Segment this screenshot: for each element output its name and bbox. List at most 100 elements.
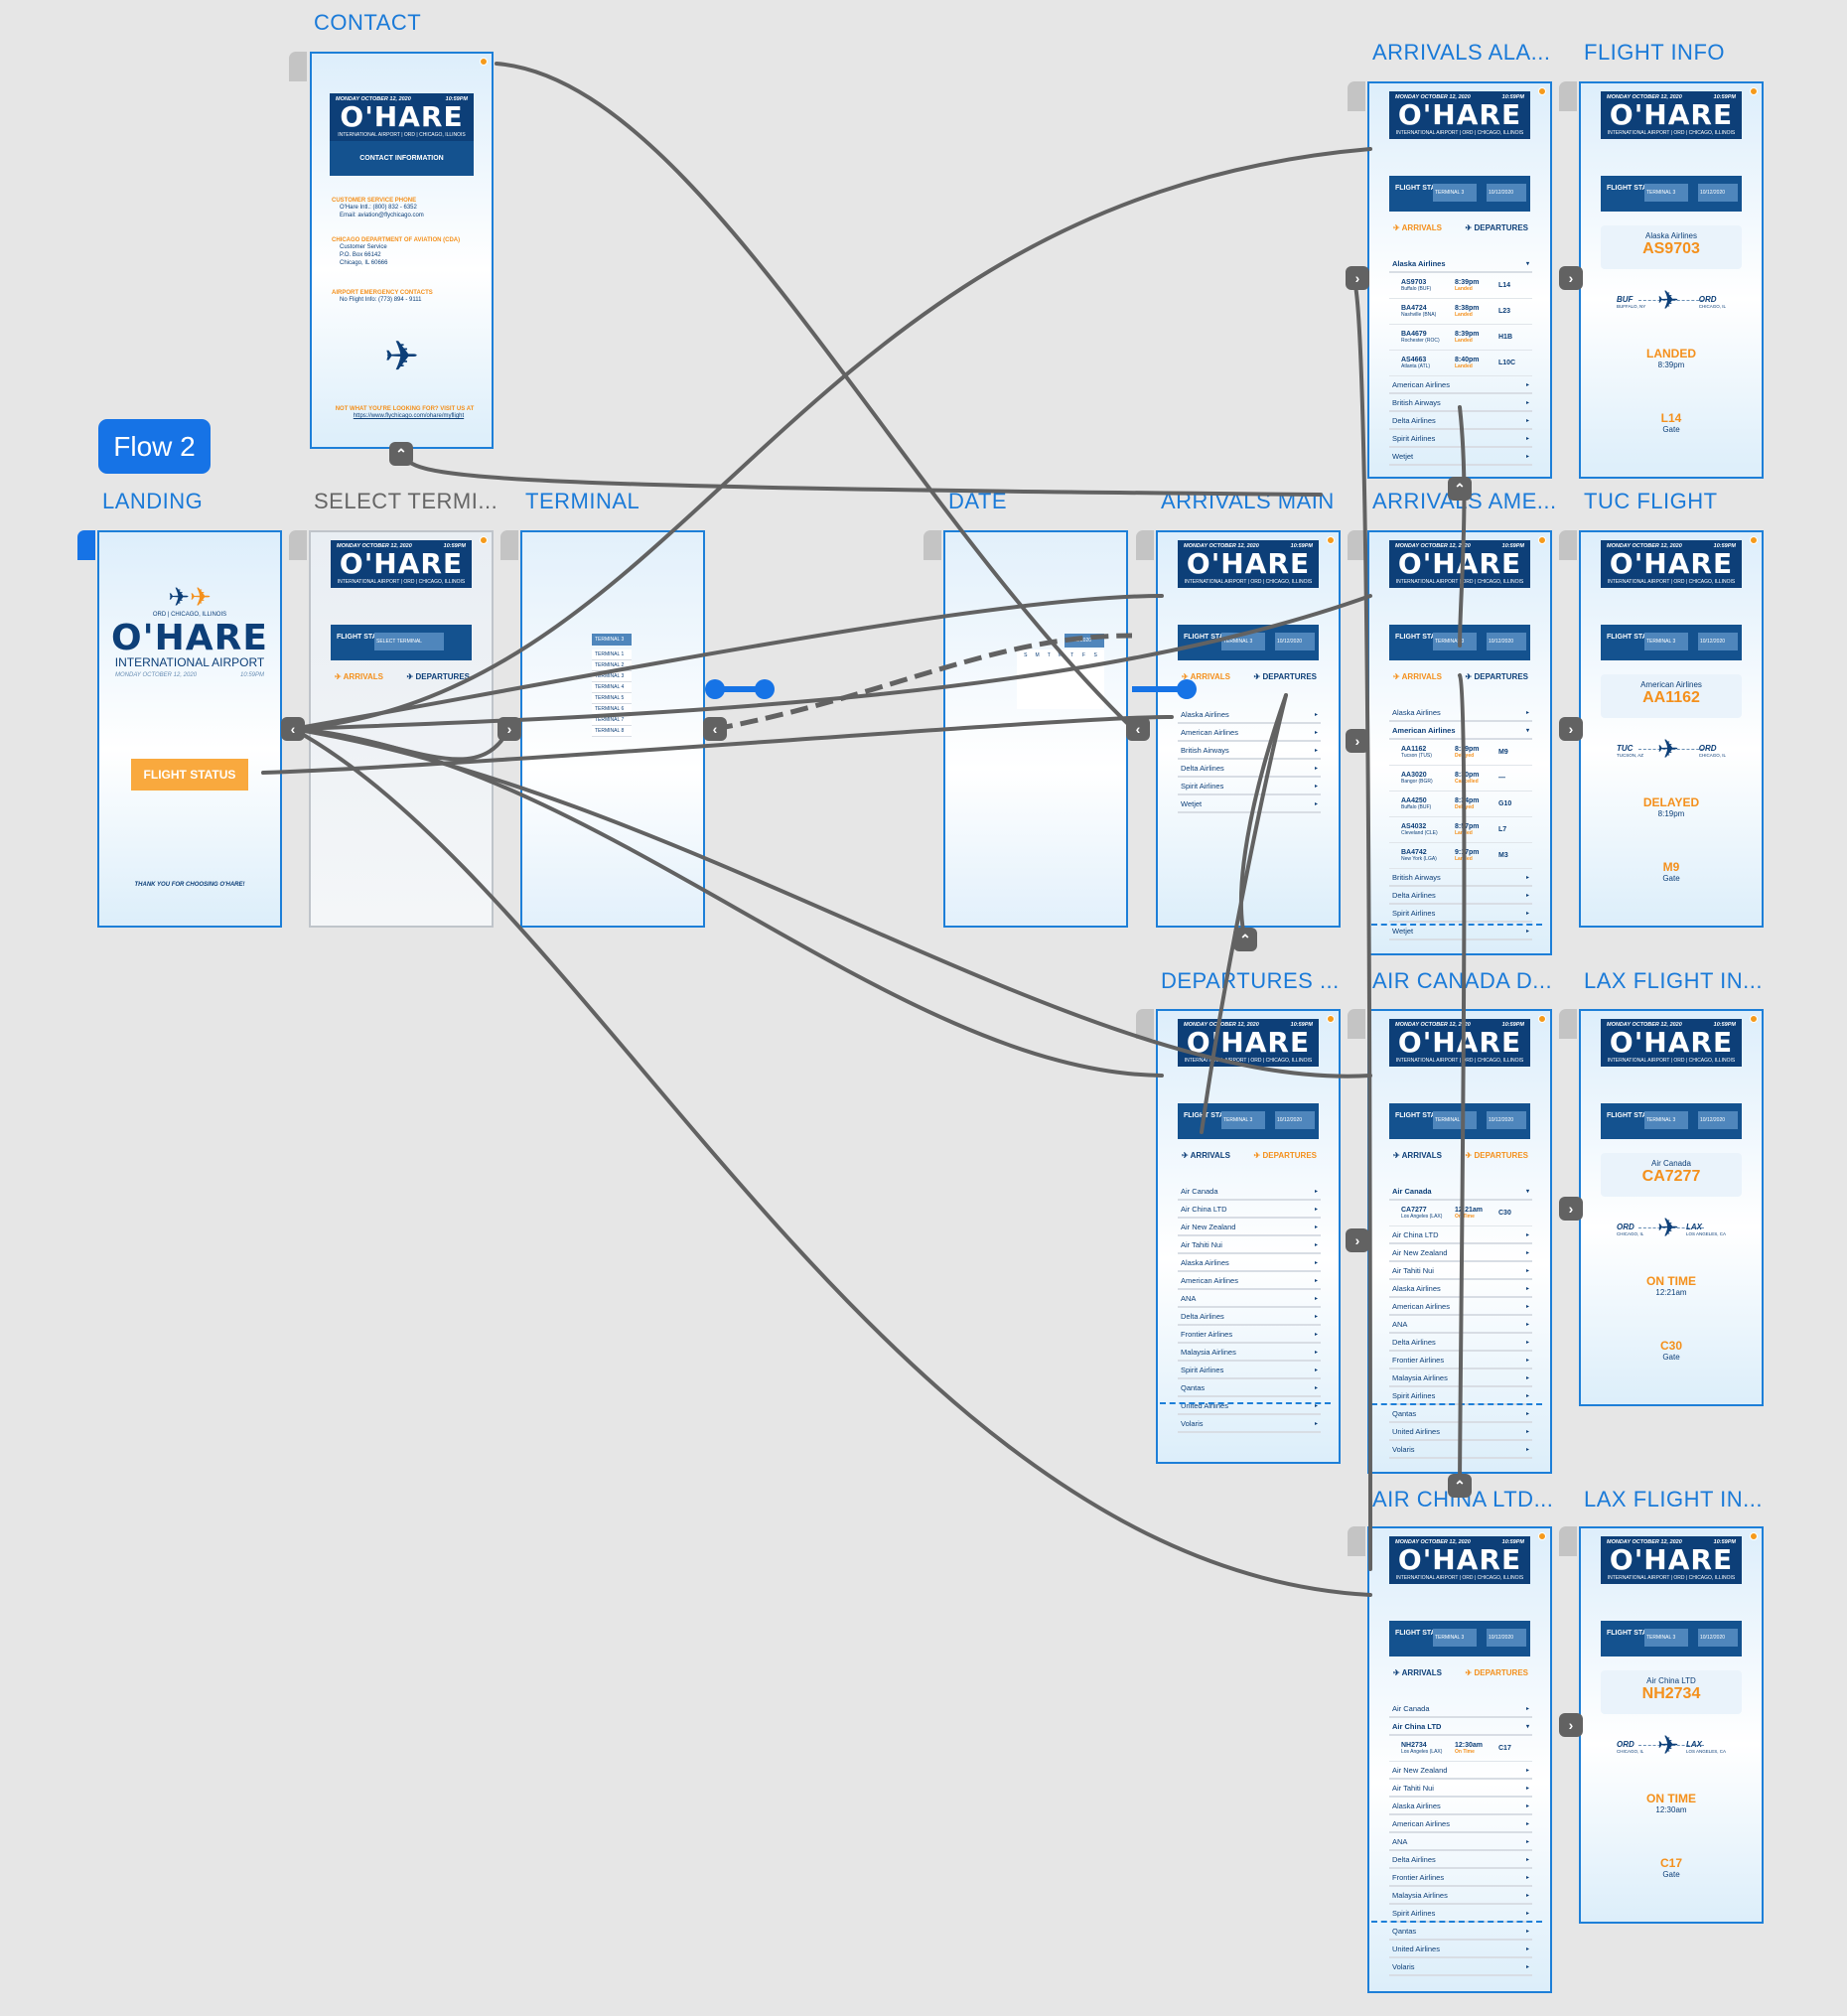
terminal-dropdown[interactable]: TERMINAL 3 [1644, 633, 1688, 650]
forward-arrow-icon[interactable]: › [1559, 1197, 1583, 1221]
date-dropdown[interactable]: 10/12/2020 [1487, 633, 1526, 650]
list-item[interactable]: American Airlines▸ [1389, 376, 1532, 394]
terminal-dropdown[interactable]: TERMINAL 3 [1644, 1111, 1688, 1129]
select-terminal-dropdown[interactable]: SELECT TERMINAL [374, 633, 444, 650]
terminal-dropdown[interactable]: TERMINAL 3 [1433, 1629, 1477, 1647]
tab-arrivals[interactable]: ✈ ARRIVALS [1393, 1668, 1442, 1677]
list-item[interactable]: Frontier Airlines▸ [1389, 1869, 1532, 1887]
date-dropdown[interactable]: 10/12/2020 [1698, 1111, 1738, 1129]
chevron-up-down-icon[interactable]: ⌃ [1233, 928, 1257, 951]
tab-arrivals[interactable]: ✈ ARRIVALS [1182, 672, 1230, 681]
list-item[interactable]: Wetjet▸ [1178, 795, 1321, 813]
date-dropdown[interactable]: 10/12/2020 [1698, 1629, 1738, 1647]
list-item[interactable]: Delta Airlines▸ [1178, 760, 1321, 778]
back-arrow-icon[interactable]: ‹ [1126, 717, 1150, 741]
terminal-dropdown[interactable]: TERMINAL 3 [1644, 184, 1688, 202]
forward-arrow-icon[interactable]: › [1346, 266, 1369, 290]
terminal-dropdown[interactable]: TERMINAL 3 [1433, 1111, 1477, 1129]
list-item[interactable]: Spirit Airlines▸ [1389, 430, 1532, 448]
list-item[interactable]: Wetjet▸ [1389, 923, 1532, 940]
terminal-dropdown[interactable]: TERMINAL 3 [1433, 184, 1477, 202]
list-item[interactable]: American Airlines▸ [1178, 1272, 1321, 1290]
date-dropdown[interactable]: 10/12/2020 [1698, 184, 1738, 202]
tab-departures[interactable]: ✈ DEPARTURES [406, 672, 470, 681]
tab-departures[interactable]: ✈ DEPARTURES [1253, 672, 1317, 681]
forward-arrow-icon[interactable]: › [1559, 717, 1583, 741]
list-item[interactable]: Malaysia Airlines▸ [1178, 1344, 1321, 1362]
tab-departures[interactable]: ✈ DEPARTURES [1465, 672, 1528, 681]
flow-2-button[interactable]: Flow 2 [98, 419, 211, 474]
tab-arrivals[interactable]: ✈ ARRIVALS [1393, 223, 1442, 232]
list-item[interactable]: Wetjet▸ [1389, 448, 1532, 466]
list-item[interactable]: Volaris▸ [1178, 1415, 1321, 1433]
list-item[interactable]: Air Canada▸ [1178, 1183, 1321, 1201]
footer-link[interactable]: https://www.flychicago.com/ohare/myfligh… [353, 413, 465, 419]
tab-arrivals[interactable]: ✈ ARRIVALS [1182, 1151, 1230, 1160]
tab-departures[interactable]: ✈ DEPARTURES [1465, 1668, 1528, 1677]
list-item[interactable]: Qantas▸ [1389, 1923, 1532, 1941]
tab-departures[interactable]: ✈ DEPARTURES [1253, 1151, 1317, 1160]
terminal-option[interactable]: TERMINAL 7 [592, 715, 632, 726]
date-dropdown[interactable]: 10/12/2020 [1275, 633, 1315, 650]
forward-arrow-icon[interactable]: › [1559, 266, 1583, 290]
date-dropdown[interactable]: 10/12/2020 [1487, 1629, 1526, 1647]
forward-arrow-icon[interactable]: › [1346, 1228, 1369, 1252]
email-text[interactable]: Email: aviation@flychicago.com [340, 213, 424, 218]
list-item[interactable]: ANA▸ [1178, 1290, 1321, 1308]
list-item-selected[interactable]: Air China LTD▾ [1389, 1718, 1532, 1736]
tab-arrivals[interactable]: ✈ ARRIVALS [1393, 672, 1442, 681]
terminal-dropdown[interactable]: TERMINAL 3 [1644, 1629, 1688, 1647]
forward-arrow-icon[interactable]: › [1559, 1713, 1583, 1737]
list-item[interactable]: Spirit Airlines▸ [1178, 778, 1321, 795]
tab-departures[interactable]: ✈ DEPARTURES [1465, 223, 1528, 232]
terminal-option[interactable]: TERMINAL 4 [592, 682, 632, 693]
list-item[interactable]: ANA▸ [1389, 1833, 1532, 1851]
collapse-arrow-icon[interactable]: ⌃ [389, 442, 413, 466]
forward-arrow-icon[interactable]: › [1346, 729, 1369, 753]
list-item[interactable]: Air Tahiti Nui▸ [1389, 1780, 1532, 1798]
list-item[interactable]: British Airways▸ [1389, 869, 1532, 887]
list-item[interactable]: Delta Airlines▸ [1389, 1851, 1532, 1869]
list-item[interactable]: Delta Airlines▸ [1178, 1308, 1321, 1326]
chevron-up-down-icon[interactable]: ⌃ [1448, 1474, 1472, 1498]
list-item[interactable]: Alaska Airlines▸ [1389, 1798, 1532, 1815]
list-item[interactable]: Air New Zealand▸ [1389, 1762, 1532, 1780]
back-arrow-icon[interactable]: ‹ [703, 717, 727, 741]
terminal-option[interactable]: TERMINAL 5 [592, 693, 632, 704]
list-item[interactable]: United Airlines▸ [1178, 1397, 1321, 1415]
list-item[interactable]: United Airlines▸ [1389, 1941, 1532, 1958]
terminal-option[interactable]: TERMINAL 3 [592, 671, 632, 682]
list-item[interactable]: Alaska Airlines▸ [1389, 704, 1532, 722]
flight-status-button[interactable]: FLIGHT STATUS [131, 759, 248, 791]
date-dropdown[interactable]: 10/12/2020 [1487, 1111, 1526, 1129]
list-item[interactable]: British Airways▸ [1178, 742, 1321, 760]
date-dropdown[interactable]: 10/12/2020 [1487, 184, 1526, 202]
list-item[interactable]: Air New Zealand▸ [1178, 1219, 1321, 1236]
list-item[interactable]: Alaska Airlines▸ [1178, 706, 1321, 724]
tab-departures[interactable]: ✈ DEPARTURES [1465, 1151, 1528, 1160]
artboard-landing[interactable]: ✈✈ ORD | CHICAGO, ILLINOIS O'HARE INTERN… [97, 530, 282, 928]
list-item[interactable]: Delta Airlines▸ [1389, 887, 1532, 905]
list-item[interactable]: Air Canada▸ [1389, 1700, 1532, 1718]
list-item[interactable]: Air Tahiti Nui▸ [1178, 1236, 1321, 1254]
terminal-dropdown[interactable]: TERMINAL 3 [1433, 633, 1477, 650]
list-item[interactable]: Qantas▸ [1178, 1379, 1321, 1397]
